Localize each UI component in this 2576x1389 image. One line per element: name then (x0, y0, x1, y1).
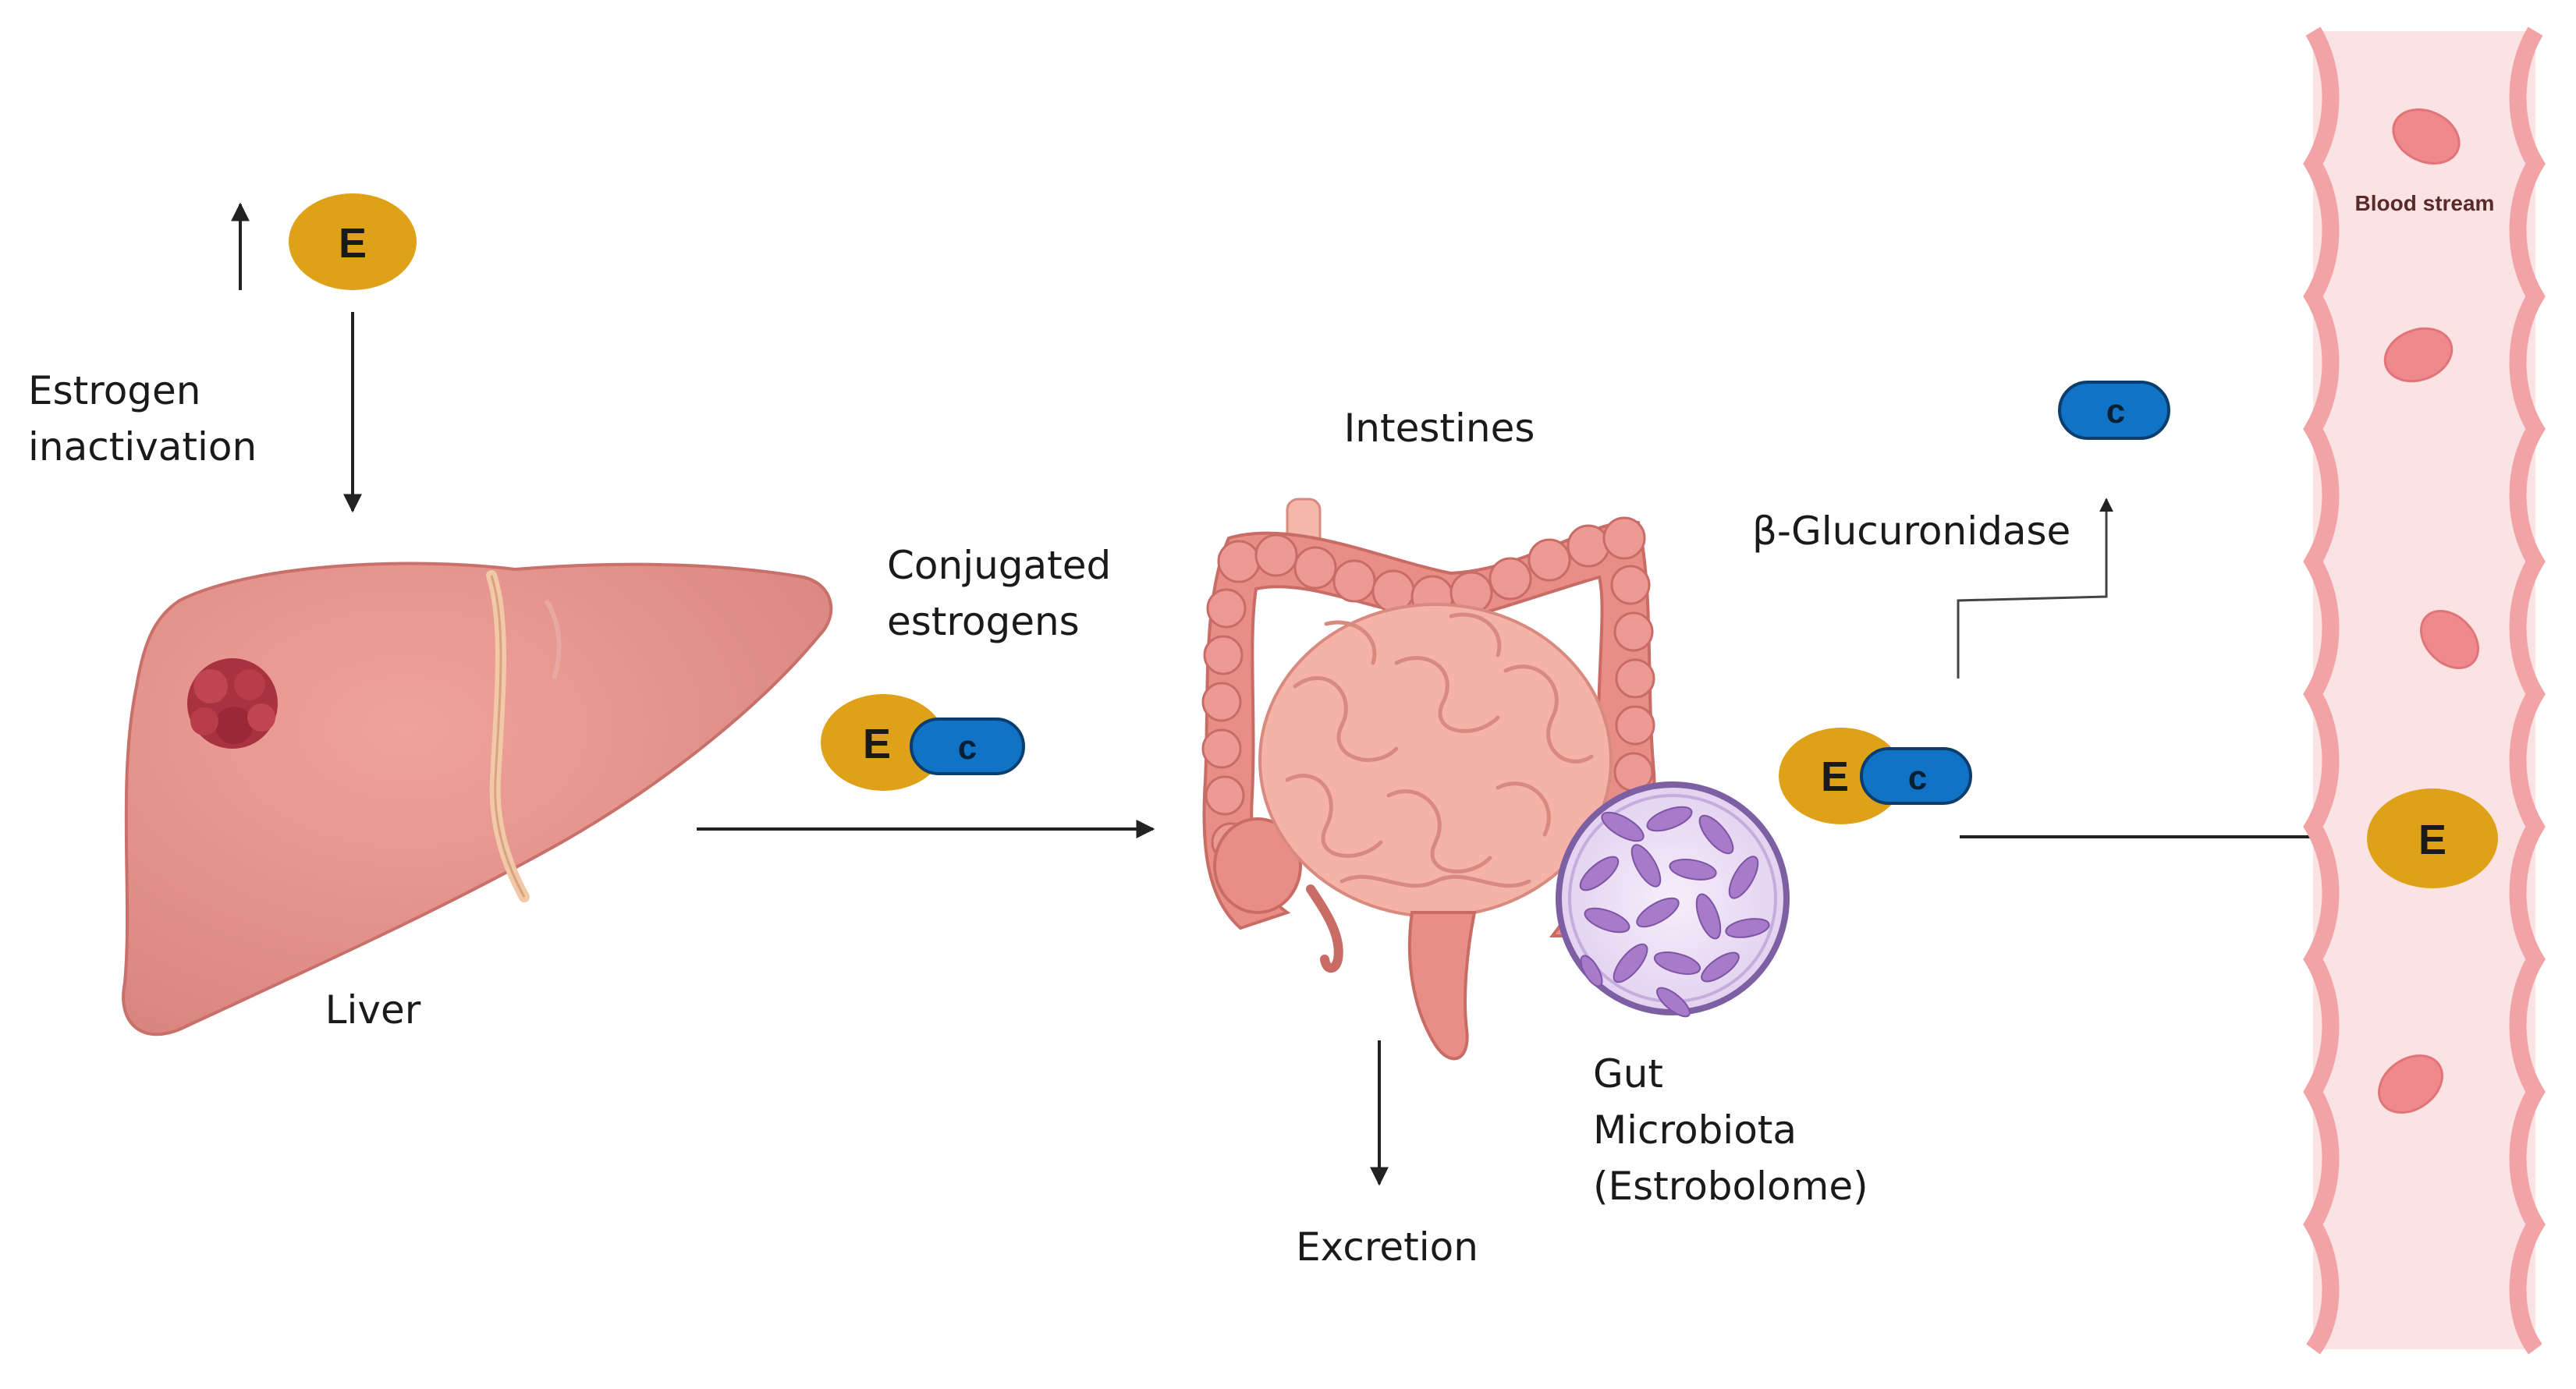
conjugate-symbol: c (958, 728, 977, 767)
beta-glucuronidase-label: β-Glucuronidase (1752, 508, 2070, 554)
estrogen-symbol: E (339, 220, 367, 267)
free-conjugate-molecule: c (2058, 381, 2170, 440)
gut-microbiota-label-line3: (Estrobolome) (1593, 1164, 1868, 1209)
estrogen-molecule-top: E (289, 193, 417, 290)
excretion-label: Excretion (1296, 1224, 1478, 1270)
conjugated-estrogens-label-line1: Conjugated (887, 543, 1111, 588)
estrogen-symbol: E (863, 721, 891, 767)
microbiota-circle-icon (1556, 781, 1790, 1018)
gut-microbiota-label-line1: Gut (1593, 1051, 1663, 1097)
blood-vessel-icon: Blood stream (2303, 27, 2546, 1355)
conjugated-estrogen-molecule-2: E c (1779, 728, 1972, 824)
conjugated-estrogen-molecule: E c (821, 694, 1025, 791)
estrogen-inactivation-label-line2: inactivation (28, 424, 257, 469)
liver-organ-icon (122, 562, 833, 1036)
gut-microbiota-label-line2: Microbiota (1593, 1107, 1797, 1153)
blood-stream-label: Blood stream (2355, 191, 2495, 215)
intestines-organ-icon (1201, 498, 1656, 1061)
conjugate-symbol: c (2106, 392, 2125, 431)
estrogen-molecule-blood: E (2367, 788, 2498, 888)
estrogen-symbol: E (1821, 753, 1849, 800)
conjugated-estrogens-label-line2: estrogens (887, 599, 1080, 644)
estrogen-inactivation-label-line1: Estrogen (28, 368, 200, 413)
liver-tumor-icon (187, 658, 278, 749)
intestines-label: Intestines (1344, 406, 1535, 451)
liver-label: Liver (325, 987, 421, 1033)
estrogen-symbol: E (2418, 817, 2446, 863)
deconjugation-arrow (1957, 498, 2113, 679)
conjugate-symbol: c (1908, 759, 1927, 797)
